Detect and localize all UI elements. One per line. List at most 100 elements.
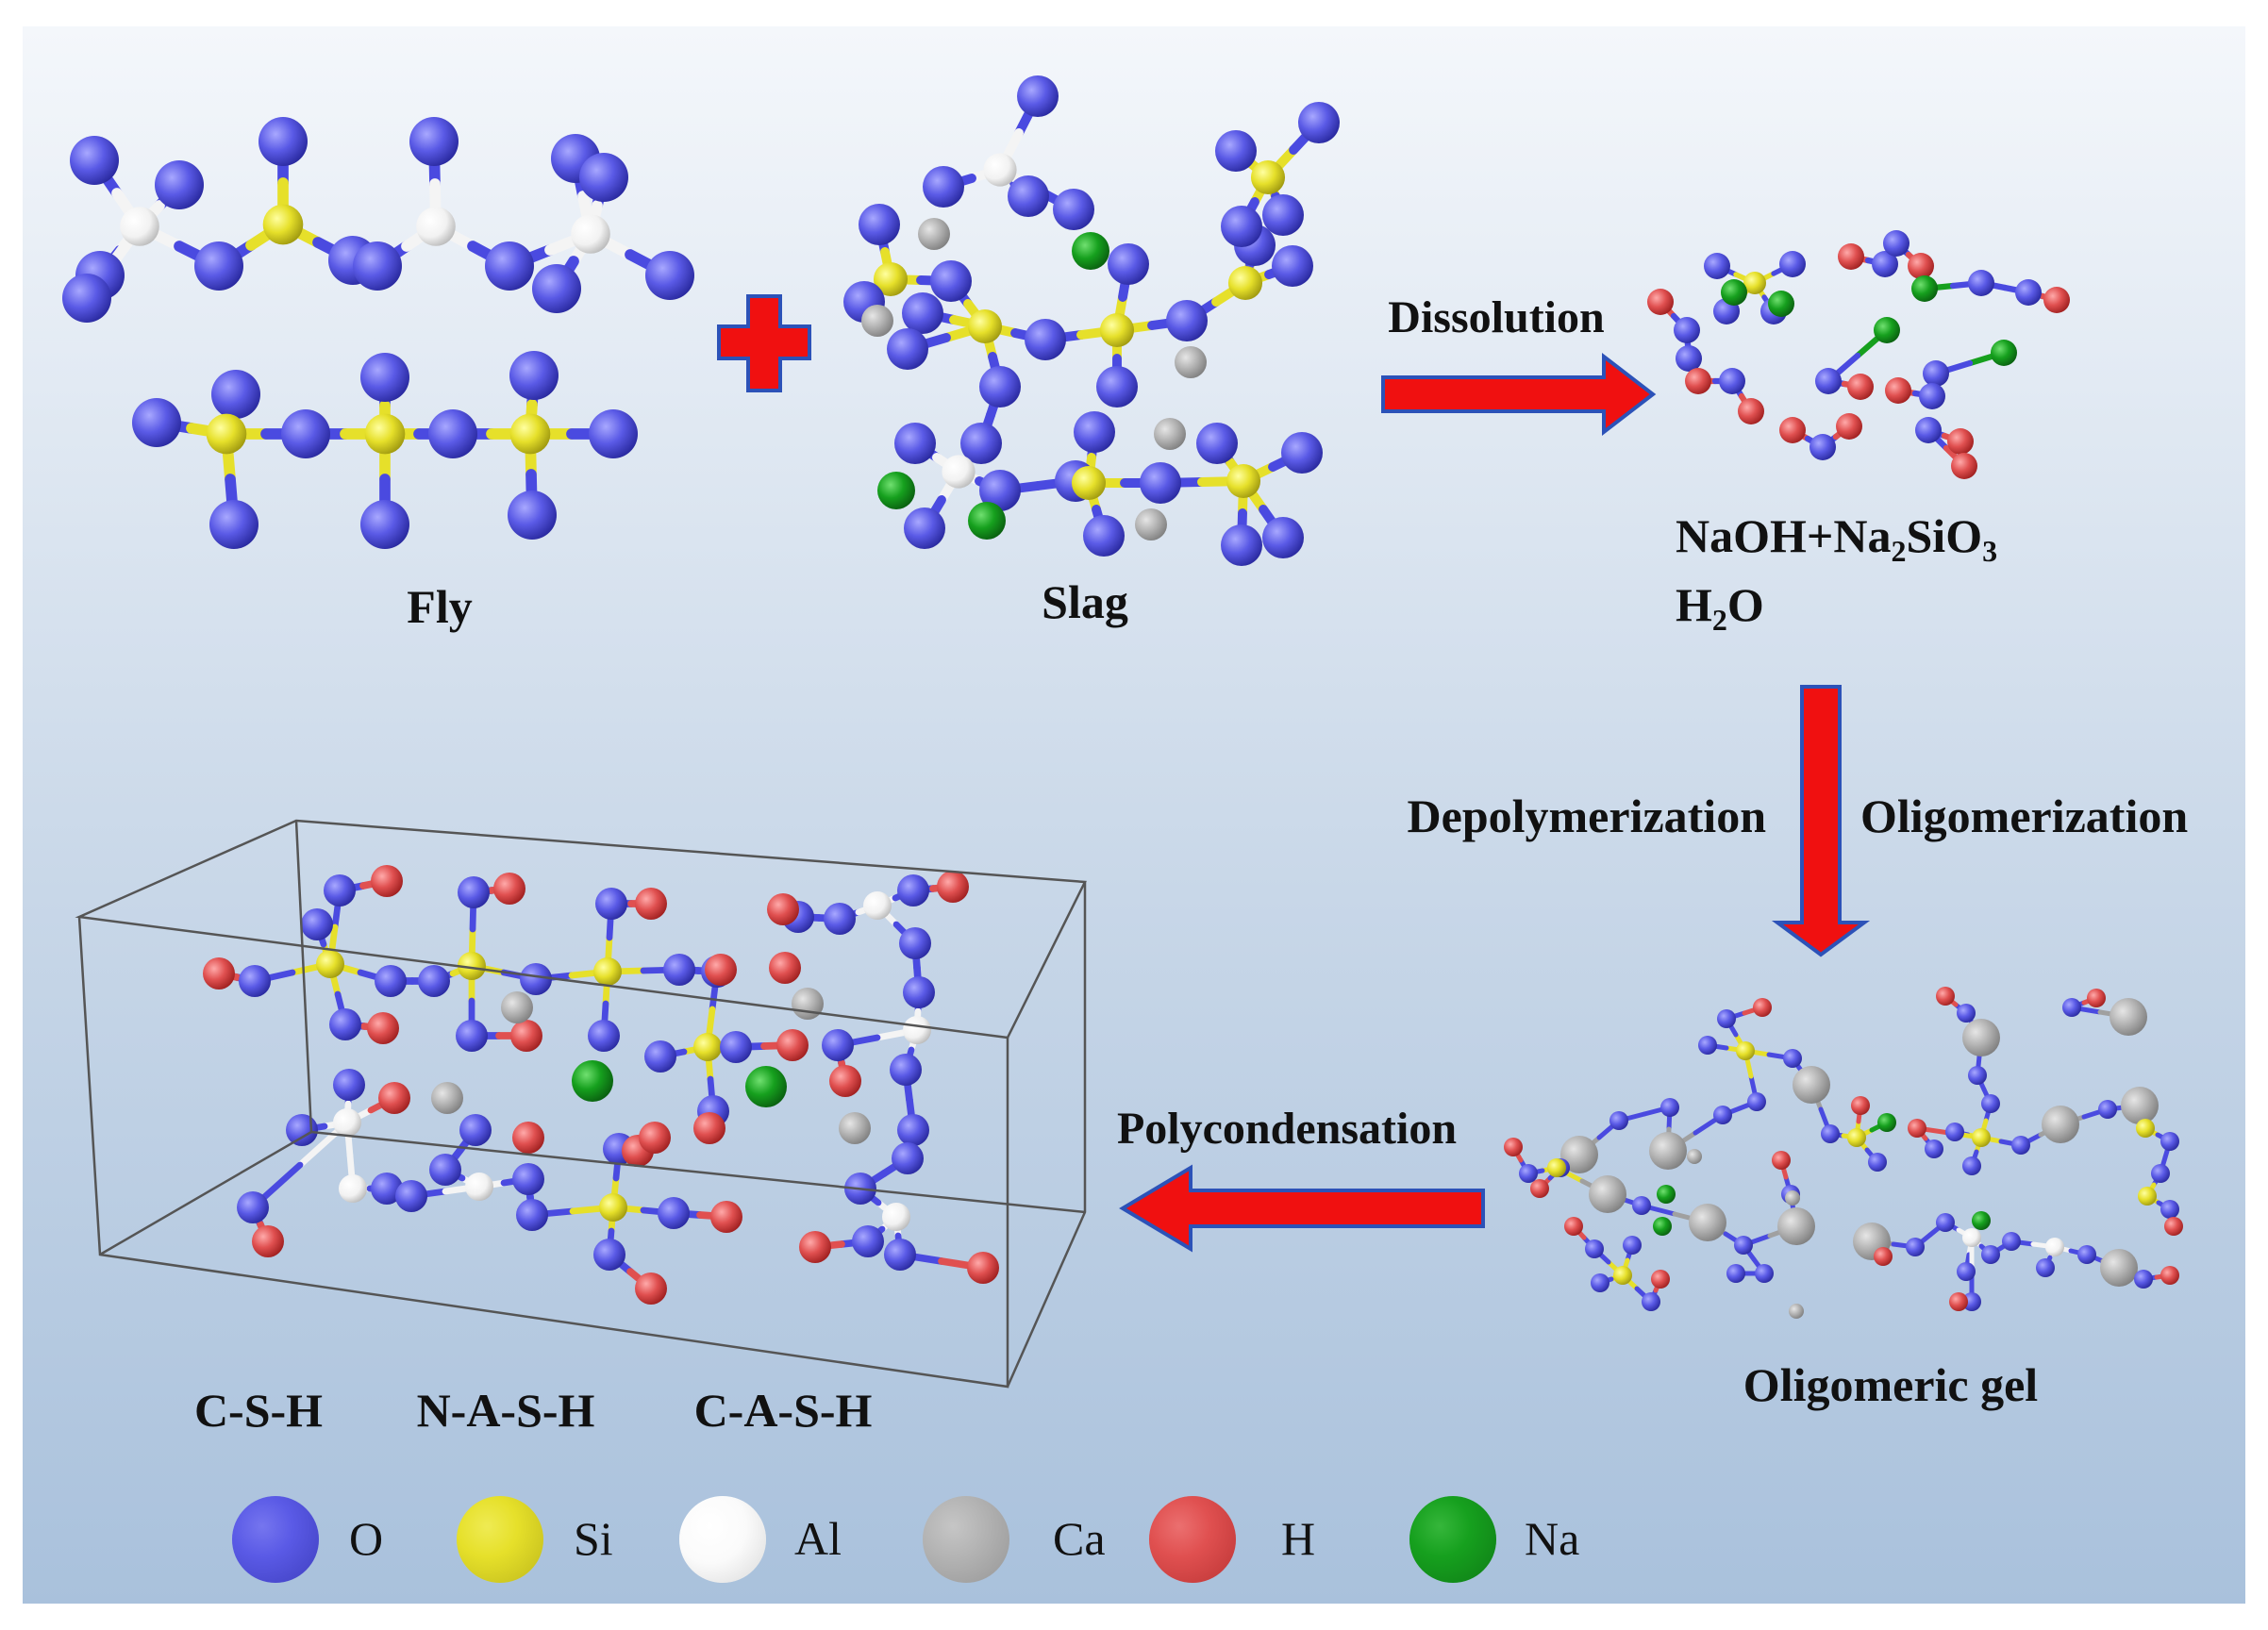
legend-label: Si	[574, 1512, 613, 1565]
oxygen-atom	[301, 908, 333, 940]
oxygen-atom	[1008, 175, 1049, 217]
silicon-atom	[458, 952, 486, 980]
oxygen-atom	[1883, 230, 1909, 257]
calcium-atom	[918, 218, 950, 250]
oxygen-atom	[1674, 317, 1700, 343]
calcium-atom	[1962, 1019, 2000, 1056]
calcium-atom	[1687, 1149, 1702, 1164]
oxygen-atom	[375, 965, 407, 997]
oxygen-atom	[1704, 253, 1730, 279]
sodium-atom	[1653, 1217, 1672, 1236]
hydrogen-atom	[1936, 987, 1955, 1006]
hydrogen-atom	[1564, 1217, 1583, 1236]
sodium-atom	[1972, 1211, 1991, 1230]
oxygen-atom	[1925, 1139, 1943, 1158]
oxygen-atom	[2151, 1164, 2170, 1183]
silicon-atom	[509, 413, 551, 455]
aluminium-atom	[465, 1173, 493, 1201]
slag-network	[843, 75, 1340, 566]
oxygen-atom	[2015, 279, 2042, 306]
fly-ash-chain-top	[62, 117, 694, 323]
polycondensation-label: Polycondensation	[1117, 1104, 1457, 1154]
legend-swatch-shade	[457, 1496, 543, 1583]
oxygen-atom	[2098, 1100, 2117, 1119]
oxygen-atom	[903, 976, 935, 1008]
legend-swatch-shade	[232, 1496, 319, 1583]
silicon-atom	[1972, 1128, 1991, 1147]
aluminium-atom	[903, 1016, 931, 1044]
silicon-atom	[1227, 265, 1263, 301]
oxygen-atom	[1609, 1111, 1628, 1130]
oxygen-atom	[516, 1199, 548, 1231]
calcium-atom	[1793, 1066, 1830, 1104]
oxygen-atom	[1642, 1292, 1660, 1311]
silicon-atom	[2136, 1119, 2155, 1138]
oxygen-atom	[1809, 434, 1836, 460]
oxygen-atom	[211, 370, 260, 419]
oxygen-atom	[239, 965, 271, 997]
hydrogen-atom	[1772, 1151, 1791, 1170]
sodium-atom	[1072, 232, 1109, 270]
legend-swatch-shade	[1409, 1496, 1496, 1583]
oxygen-atom	[1981, 1094, 2000, 1113]
silicon-atom	[1250, 159, 1286, 195]
oxygen-atom	[859, 204, 900, 245]
oxygen-atom	[658, 1197, 690, 1229]
slag-label: Slag	[1042, 575, 1128, 628]
oxygen-atom	[1747, 1092, 1766, 1111]
plus-icon	[717, 294, 811, 392]
oxygen-atom	[237, 1191, 269, 1223]
hydrogen-atom	[371, 865, 403, 897]
hydrogen-atom	[705, 954, 737, 986]
aluminium-atom	[416, 207, 456, 246]
oxygen-atom	[353, 241, 402, 291]
oxygen-atom	[852, 1225, 884, 1257]
oxygen-atom	[1957, 1262, 1976, 1281]
oxygen-atom	[1815, 368, 1842, 394]
oxygen-atom	[1281, 432, 1323, 474]
calcium-atom	[1789, 1304, 1804, 1319]
silicon-atom	[967, 308, 1003, 344]
oxygen-atom	[979, 470, 1021, 511]
silicon-atom	[1736, 1041, 1755, 1060]
oxygen-atom	[890, 1054, 922, 1086]
oxygen-atom	[663, 954, 695, 986]
calcium-atom	[1589, 1175, 1626, 1213]
oxygen-atom	[2160, 1200, 2179, 1219]
hydrogen-atom	[1851, 1096, 1870, 1115]
oligomeric-gel-label: Oligomeric gel	[1743, 1358, 2038, 1411]
oxygen-atom	[822, 1029, 854, 1061]
sodium-atom	[1991, 340, 2017, 366]
oxygen-atom	[2011, 1136, 2030, 1155]
silicon-atom	[1071, 465, 1107, 501]
legend-item-si: Si	[457, 1496, 613, 1583]
oxygen-atom	[509, 351, 559, 400]
oxygen-atom	[508, 491, 557, 540]
oxygen-atom	[589, 409, 638, 458]
calcium-atom	[1777, 1207, 1815, 1245]
hydrogen-atom	[1836, 413, 1862, 440]
calcium-atom	[2121, 1087, 2159, 1124]
oxygen-atom	[923, 166, 964, 208]
calcium-atom	[1785, 1190, 1800, 1206]
oxygen-atom	[458, 876, 490, 908]
hydrogen-atom	[1847, 374, 1874, 400]
oxygen-atom	[429, 1154, 461, 1186]
hydrogen-atom	[767, 893, 799, 925]
polycondensation-arrow	[1119, 1164, 1485, 1253]
oxygen-atom	[1755, 1264, 1774, 1283]
oxygen-atom	[70, 136, 119, 185]
solution-formula-2: H2O	[1676, 578, 1764, 637]
calcium-atom	[1175, 346, 1207, 378]
hydrogen-atom	[378, 1082, 410, 1114]
oxygen-atom	[1262, 194, 1304, 236]
aluminium-atom	[1962, 1228, 1981, 1247]
oxygen-atom	[593, 1239, 625, 1271]
oxygen-atom	[360, 500, 409, 549]
legend-label: H	[1281, 1512, 1315, 1565]
oxygen-atom	[884, 1239, 916, 1271]
oxygen-atom	[1821, 1124, 1840, 1143]
sodium-atom	[1911, 275, 1938, 302]
depolymerization-label: Depolymerization	[1408, 790, 1767, 842]
